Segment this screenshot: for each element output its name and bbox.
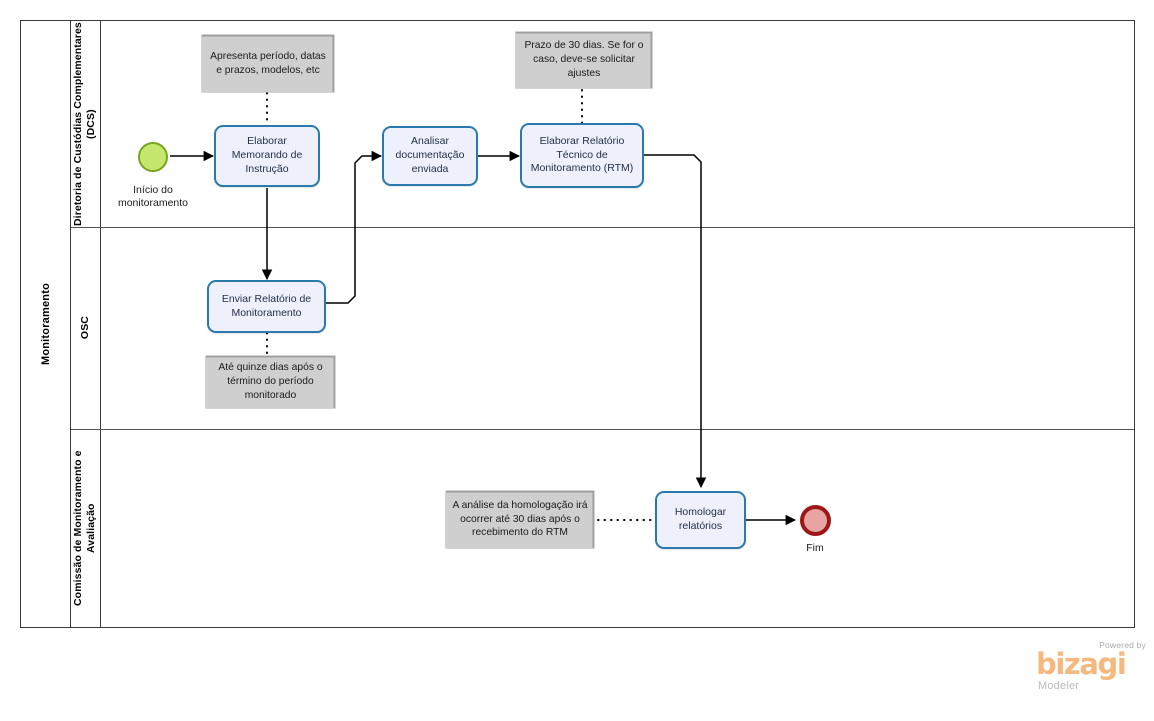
lane-divider-1 [71, 227, 1134, 228]
end-event-caption: Fim [806, 542, 824, 554]
task-label: Elaborar Relatório Técnico de Monitorame… [530, 134, 634, 175]
powered-by-label: Powered by [1099, 640, 1146, 650]
lane-divider-2 [71, 429, 1134, 430]
task-elaborar-rtm[interactable]: Elaborar Relatório Técnico de Monitorame… [520, 123, 644, 188]
annotation-prazo-30-dias: Prazo de 30 dias. Se for o caso, deve-se… [516, 32, 652, 88]
task-label: Homologar relatórios [674, 506, 727, 532]
task-homologar-relatorios[interactable]: Homologar relatórios [655, 491, 746, 549]
bizagi-wordmark: bizagi [1036, 647, 1127, 681]
lane-header-osc: OSC [71, 227, 101, 429]
end-event-fim[interactable] [800, 505, 831, 536]
task-analisar-documentacao[interactable]: Analisar documentação enviada [382, 126, 478, 186]
annotation-apresenta-periodo: Apresenta período, datas e prazos, model… [202, 35, 334, 92]
annotation-text: Apresenta período, datas e prazos, model… [210, 50, 326, 76]
lane-label-dcs: Diretoria de Custódias Complementares (D… [72, 22, 98, 226]
task-enviar-relatorio[interactable]: Enviar Relatório de Monitoramento [207, 280, 326, 333]
bizagi-logo: Powered by bizagi Modeler [1036, 640, 1148, 698]
annotation-text: Até quinze dias após o término do períod… [218, 362, 323, 401]
lane-header-cma: Comissão de Monitoramento e Avaliação [71, 429, 101, 627]
lane-header-dcs: Diretoria de Custódias Complementares (D… [71, 21, 101, 227]
lane-label-osc: OSC [78, 316, 91, 340]
task-elaborar-memorando[interactable]: Elaborar Memorando de Instrução [214, 125, 320, 187]
start-event-caption: Início do monitoramento [117, 184, 189, 210]
lane-label-cma: Comissão de Monitoramento e Avaliação [72, 450, 98, 606]
start-event-inicio[interactable] [138, 142, 168, 172]
task-label: Elaborar Memorando de Instrução [231, 135, 303, 175]
task-label: Enviar Relatório de Monitoramento [221, 292, 312, 319]
annotation-analise-homologacao: A análise da homologação irá ocorrer até… [446, 491, 594, 548]
pool-header: Monitoramento [21, 21, 71, 627]
pool-title: Monitoramento [39, 282, 52, 366]
annotation-text: A análise da homologação irá ocorrer até… [452, 499, 588, 539]
annotation-text: Prazo de 30 dias. Se for o caso, deve-se… [524, 40, 644, 79]
bizagi-product-label: Modeler [1038, 680, 1080, 692]
annotation-ate-quinze-dias: Até quinze dias após o término do períod… [206, 356, 335, 408]
task-label: Analisar documentação enviada [395, 135, 465, 175]
